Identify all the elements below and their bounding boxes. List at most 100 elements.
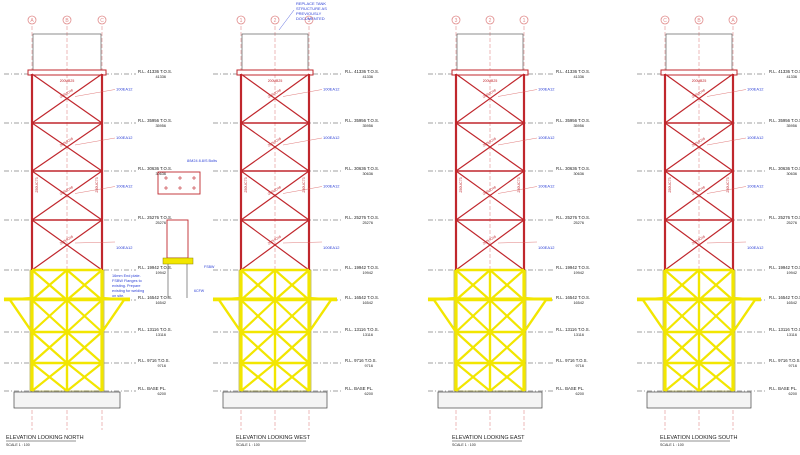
base-plinth xyxy=(646,391,752,409)
lower-brace xyxy=(455,299,491,333)
note-fsbw: FSBW xyxy=(204,265,215,269)
column-label: 250UC73 xyxy=(459,177,463,192)
top-beam xyxy=(451,69,529,76)
grid-bubble xyxy=(519,15,529,25)
base-plinth xyxy=(437,391,543,409)
lower-brace xyxy=(274,269,310,301)
beam-label: 200UC46 xyxy=(59,88,74,99)
level-sub: 19942 xyxy=(155,271,166,275)
lower-brace xyxy=(698,269,734,301)
level-rl: R.L. 13116 T.O.S. xyxy=(345,327,379,332)
column-label: 250UC73 xyxy=(726,177,730,192)
note-end-plate: existing. Prepare xyxy=(112,284,141,288)
level-sub: 16542 xyxy=(155,301,166,305)
beam-label: 200UC46 xyxy=(59,235,74,246)
end-plate-yellow xyxy=(162,257,194,265)
x-brace xyxy=(455,170,525,221)
grid-bubble xyxy=(270,15,280,25)
level-sub: 19942 xyxy=(786,271,797,275)
brace-label: 100EA12 xyxy=(538,87,555,92)
level-rl: R.L. 19942 T.O.S. xyxy=(345,265,379,270)
x-brace xyxy=(455,73,525,124)
beam-label: 200UC46 xyxy=(691,185,706,196)
top-label: 200UB25 xyxy=(692,79,707,83)
level-rl: R.L. 13116 T.O.S. xyxy=(138,327,172,332)
outrigger-left xyxy=(636,296,667,336)
level-rl: R.L. 16542 T.O.S. xyxy=(138,295,172,300)
top-label: 200UB25 xyxy=(268,79,283,83)
end-plate-detail xyxy=(166,219,189,259)
grid-bubble xyxy=(451,15,461,25)
leader xyxy=(706,241,747,244)
leader xyxy=(497,137,538,146)
lower-brace xyxy=(31,362,68,392)
x-brace xyxy=(31,219,103,271)
level-sub: 35956 xyxy=(573,124,584,128)
top-beam xyxy=(27,69,107,76)
grid-bubble xyxy=(728,15,738,25)
grid-label: 1 xyxy=(240,18,243,24)
level-rl: R.L. 41336 T.O.S. xyxy=(138,69,172,74)
leader xyxy=(282,241,323,244)
lower-brace xyxy=(274,362,310,392)
level-rl: R.L. 41336 T.O.S. xyxy=(556,69,590,74)
level-sub: 13116 xyxy=(363,333,373,337)
beam-label: 200UC46 xyxy=(482,88,497,99)
level-rl: R.L. 35956 T.O.S. xyxy=(345,118,379,123)
lower-brace xyxy=(489,331,525,364)
lower-brace xyxy=(455,362,491,392)
x-brace xyxy=(240,219,310,271)
lower-brace xyxy=(31,269,68,301)
grid-label: A xyxy=(30,18,34,24)
note-replace-tank: DOCUMENTED xyxy=(296,16,325,21)
outrigger-right xyxy=(100,296,131,336)
note-replace-tank: REPLACE TANK xyxy=(296,1,326,6)
x-brace xyxy=(240,73,310,124)
grid-bubble xyxy=(304,15,314,25)
note-bolts: 8/M24 8.8/S Bolts xyxy=(187,159,217,163)
base-plinth xyxy=(222,391,328,409)
level-sub: 6200 xyxy=(365,392,373,396)
level-sub: 9716 xyxy=(576,364,584,368)
outrigger-left xyxy=(427,296,458,336)
level-sub: 41336 xyxy=(786,75,797,79)
grid-bubble xyxy=(27,15,37,25)
level-sub: 25276 xyxy=(155,221,166,225)
brace-label: 100EA12 xyxy=(538,135,555,140)
lower-brace xyxy=(31,299,68,333)
level-sub: 25276 xyxy=(786,221,797,225)
brace-label: 100EA12 xyxy=(747,245,764,250)
level-rl: R.L. 30636 T.O.S. xyxy=(345,166,379,171)
brace-label: 100EA12 xyxy=(538,184,555,189)
grid-bubble xyxy=(236,15,246,25)
leader xyxy=(74,137,116,146)
level-rl: R.L. 13116 T.O.S. xyxy=(769,327,800,332)
lower-brace xyxy=(240,331,276,364)
x-brace xyxy=(664,73,734,124)
lower-brace xyxy=(698,362,734,392)
level-rl: R.L. BASE PL. xyxy=(769,386,797,391)
level-rl: R.L. 35956 T.O.S. xyxy=(556,118,590,123)
lower-brace xyxy=(274,299,310,333)
level-sub: 25276 xyxy=(362,221,373,225)
level-sub: 41336 xyxy=(155,75,166,79)
lower-brace xyxy=(489,269,525,301)
column-label: 250UC73 xyxy=(95,177,99,192)
outrigger-right xyxy=(522,296,553,336)
beam-label: 200UC46 xyxy=(482,235,497,246)
level-rl: R.L. 9716 T.O.S. xyxy=(345,358,377,363)
level-sub: 41336 xyxy=(362,75,373,79)
grid-label: 1 xyxy=(523,18,526,24)
leader xyxy=(282,89,323,97)
lower-brace xyxy=(274,331,310,364)
level-rl: R.L. BASE PL. xyxy=(345,386,373,391)
top-beam xyxy=(236,69,314,76)
beam-label: 200UC46 xyxy=(267,88,282,99)
level-rl: R.L. 9716 T.O.S. xyxy=(769,358,800,363)
elevation-title: ELEVATION LOOKING NORTH xyxy=(6,435,84,441)
base-plinth xyxy=(13,391,121,409)
level-rl: R.L. 16542 T.O.S. xyxy=(345,295,379,300)
outrigger-left xyxy=(212,296,243,336)
